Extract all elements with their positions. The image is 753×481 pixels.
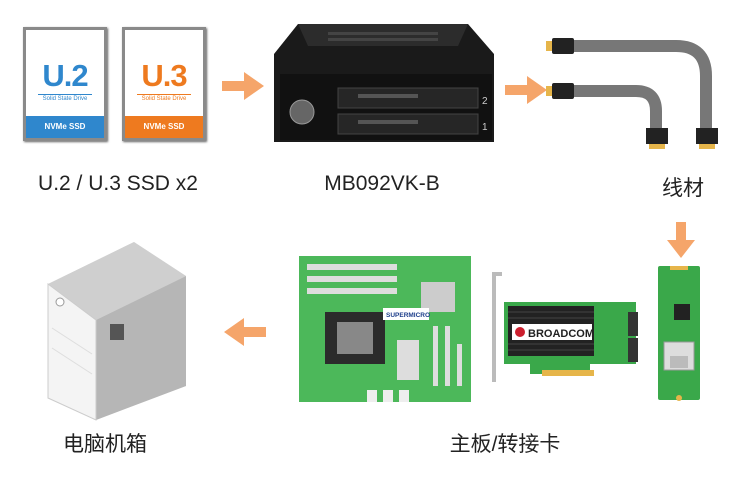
arrow-left-icon (224, 318, 266, 346)
mb092vk-b-enclosure-image: 2 1 (274, 24, 494, 142)
step-label-motherboard-adapter: 主板/转接卡 (449, 433, 561, 456)
step-label-cable: 线材 (662, 177, 704, 200)
bay-number: 2 (482, 96, 488, 107)
m2-adapter-image (658, 266, 700, 401)
ssd-subtitle: Solid State Drive (137, 94, 191, 102)
pc-case-image (47, 242, 186, 421)
cable-image (546, 38, 718, 149)
u3-ssd-image: U.3 Solid State Drive NVMe SSD (122, 27, 206, 141)
ssd-name: U.3 (141, 58, 187, 93)
arrow-right-icon (505, 76, 547, 104)
bay-number: 1 (482, 122, 488, 133)
step-label-enclosure: MB092VK-B (324, 172, 440, 195)
step-label-pc-case: 电脑机箱 (63, 433, 147, 456)
ssd-subtitle: Solid State Drive (38, 94, 92, 102)
u2-ssd-image: U.2 Solid State Drive NVMe SSD (23, 27, 107, 141)
motherboard-image: SUPERMICRO (299, 256, 471, 402)
ssd-bar-label: NVMe SSD (125, 116, 203, 138)
supermicro-logo: SUPERMICRO (386, 312, 430, 319)
ssd-bar-label: NVMe SSD (26, 116, 104, 138)
ssd-name: U.2 (42, 58, 88, 93)
broadcom-adapter-image: BROADCOM (492, 272, 638, 382)
step-label-ssd: U.2 / U.3 SSD x2 (38, 172, 198, 195)
arrow-down-icon (667, 222, 695, 258)
arrow-right-icon (222, 72, 264, 100)
broadcom-logo: BROADCOM (528, 328, 594, 340)
